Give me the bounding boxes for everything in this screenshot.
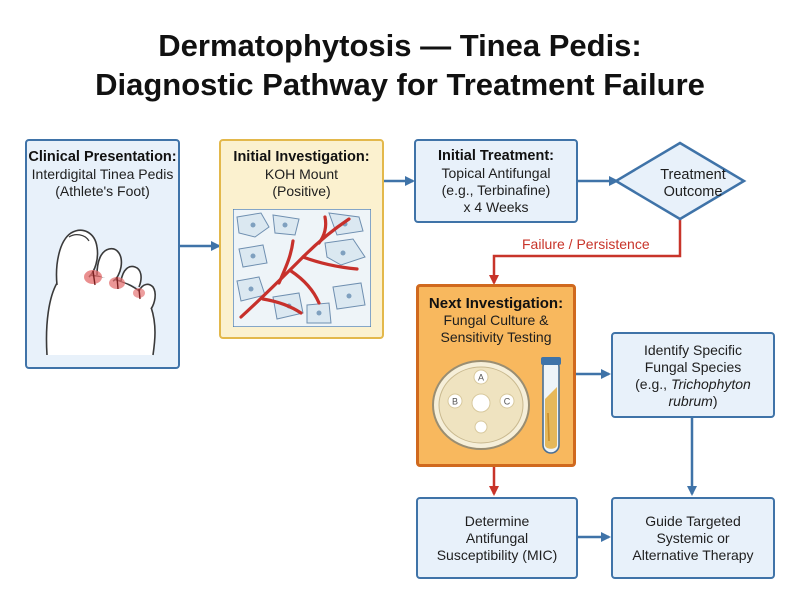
clinical-presentation-heading: Clinical Presentation: (28, 149, 177, 165)
next-investigation-heading: Next Investigation: (428, 295, 564, 312)
susceptibility-mic-node: Determine Antifungal Susceptibility (MIC… (416, 497, 578, 579)
mic-line-3: Susceptibility (MIC) (436, 547, 558, 563)
initial-treatment-line-2: (e.g., Terbinafine) (441, 182, 551, 198)
petri-label-b: B (452, 397, 458, 407)
treatment-outcome-label: Treatment Outcome (660, 167, 726, 200)
clinical-presentation-node: Clinical Presentation: Interdigital Tine… (25, 139, 180, 369)
therapy-line-2: Systemic or (656, 530, 730, 546)
lesion-1 (84, 270, 102, 284)
next-investigation-line-1: Fungal Culture & (443, 312, 549, 328)
initial-investigation-heading: Initial Investigation: (233, 149, 370, 165)
initial-investigation-line-2: (Positive) (272, 183, 331, 199)
next-investigation-line-2: Sensitivity Testing (440, 329, 552, 345)
mic-line-2: Antifungal (465, 530, 529, 546)
mic-line-1: Determine (464, 513, 530, 529)
clinical-presentation-line-2: (Athlete's Foot) (55, 183, 150, 199)
koh-microscopy-image (233, 209, 371, 327)
therapy-line-3: Alternative Therapy (632, 547, 754, 563)
identify-species-line-1: Identify Specific (643, 342, 743, 358)
identify-species-node: Identify Specific Fungal Species (e.g., … (611, 332, 775, 418)
petri-label-c: C (504, 397, 511, 407)
title-line-1: Dermatophytosis — Tinea Pedis: (158, 28, 642, 63)
identify-species-line-2: Fungal Species (644, 359, 742, 375)
clinical-presentation-line-1: Interdigital Tinea Pedis (31, 166, 174, 182)
initial-investigation-node: Initial Investigation: KOH Mount (Positi… (219, 139, 384, 339)
therapy-line-1: Guide Targeted (645, 513, 741, 529)
arrow-failure-to-culture (489, 218, 682, 285)
next-investigation-node: Next Investigation: Fungal Culture & Sen… (416, 284, 576, 467)
culture-illustration: A B C (432, 357, 561, 454)
initial-treatment-heading: Initial Treatment: (437, 148, 555, 164)
identify-species-line-3: (e.g., Trichophyton (635, 376, 751, 392)
initial-investigation-line-1: KOH Mount (264, 166, 339, 182)
initial-treatment-line-1: Topical Antifungal (441, 165, 551, 181)
failure-persistence-label: Failure / Persistence (522, 236, 650, 252)
petri-label-a: A (478, 373, 484, 383)
initial-treatment-line-3: x 4 Weeks (463, 199, 529, 215)
treatment-outcome-diamond (613, 141, 747, 221)
identify-species-line-4: rubrum) (668, 393, 718, 409)
initial-treatment-node: Initial Treatment: Topical Antifungal (e… (414, 139, 578, 223)
page-title: Dermatophytosis — Tinea Pedis: Diagnosti… (0, 26, 800, 104)
foot-illustration (45, 229, 156, 356)
title-line-2: Diagnostic Pathway for Treatment Failure (95, 67, 705, 102)
targeted-therapy-node: Guide Targeted Systemic or Alternative T… (611, 497, 775, 579)
